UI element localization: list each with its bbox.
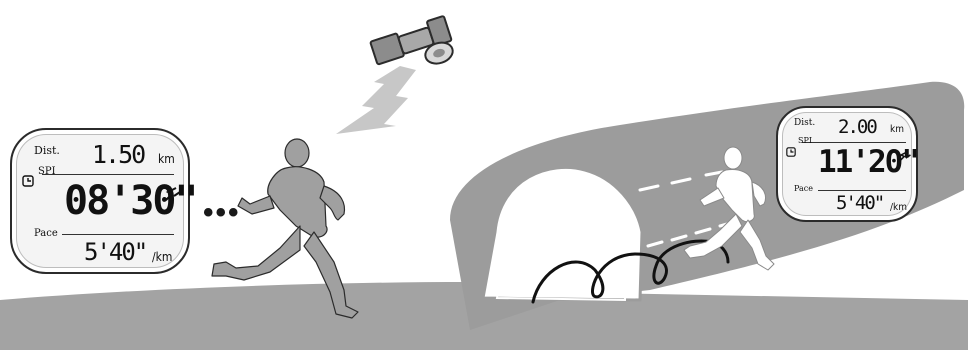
watch-display-after: Dist. 2.00 km SPI 11'20" Pace 5'40" /km [776, 106, 918, 222]
distance-value: 2.00 [838, 116, 876, 138]
ellipsis: ••• [203, 196, 241, 230]
pace-label: Pace [34, 228, 58, 239]
divider-line [62, 234, 174, 235]
pace-unit: /km [152, 250, 172, 264]
distance-unit: km [158, 152, 175, 166]
clock-icon [786, 144, 796, 162]
pace-value: 5'40" [84, 238, 146, 266]
spi-label: SPI [798, 136, 812, 145]
spi-label: SPI [38, 166, 56, 177]
running-signal-icon [164, 186, 182, 207]
distance-label: Dist. [794, 118, 815, 128]
pace-value: 5'40" [836, 192, 883, 214]
running-signal-icon [898, 150, 912, 168]
pace-label: Pace [794, 184, 813, 193]
divider-line [802, 142, 906, 143]
divider-line [42, 174, 174, 175]
divider-line [818, 190, 906, 191]
distance-value: 1.50 [92, 140, 144, 169]
distance-unit: km [890, 124, 904, 135]
signal-bolt-icon [336, 66, 416, 134]
watch-display-before: Dist. 1.50 km SPI 08'30" Pace 5'40" /km [10, 128, 190, 274]
clock-icon [22, 174, 34, 192]
distance-label: Dist. [34, 144, 60, 157]
pace-unit: /km [890, 202, 907, 213]
